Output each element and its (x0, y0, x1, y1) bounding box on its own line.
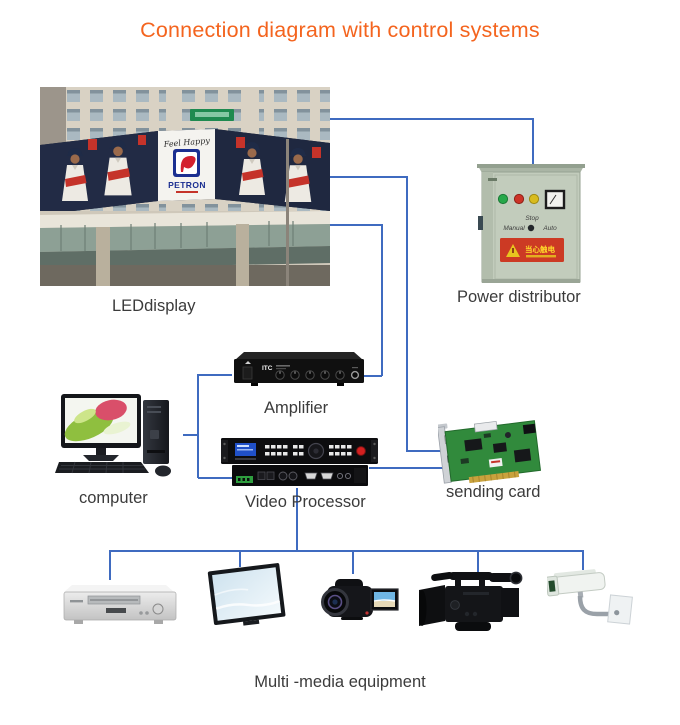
switch-label-auto: Auto (542, 225, 557, 232)
led-billboard: Feel Happy PETRON (40, 129, 330, 215)
computer-image (55, 392, 187, 480)
edge-bus-dvd-drop (109, 550, 111, 580)
selector-knob (527, 224, 535, 232)
edge-display-sendingcard-h1 (330, 176, 407, 178)
billboard-brand-text: PETRON (168, 180, 206, 190)
camcorder-icon (321, 571, 399, 633)
warning-plate: 当心触电 (500, 238, 564, 262)
led-display-photo: Feel Happy PETRON (40, 87, 330, 286)
cctv-camera-icon (547, 567, 635, 626)
edge-display-amplifier-v (381, 224, 383, 376)
processor-buttons (265, 445, 352, 456)
amplifier-brand-text: ITC (262, 365, 273, 372)
panel-meter (544, 189, 566, 210)
computer-tower (143, 400, 169, 464)
edge-computer-trunk-v (197, 374, 199, 478)
amplifier-knobs (275, 370, 345, 380)
processor-front-panel (221, 438, 378, 464)
edge-processor-sendingcard-h (369, 467, 455, 469)
cabinet-handle (478, 216, 483, 230)
computer-mouse (155, 465, 171, 477)
edge-processor-bus-v (296, 488, 298, 551)
edge-display-amplifier-h2 (363, 375, 382, 377)
building-sign (190, 109, 234, 121)
edge-bus-cctv-drop (582, 550, 584, 570)
warning-text: 当心触电 (525, 244, 555, 254)
edge-display-power-h (330, 118, 534, 120)
camcorder-lcd (373, 592, 396, 607)
diagram-title: Connection diagram with control systems (140, 18, 540, 42)
edge-display-amplifier-h1 (330, 224, 382, 226)
multimedia-label: Multi -media equipment (254, 673, 426, 691)
processor-power-knob (356, 446, 366, 456)
edge-bus-camcorder-drop (352, 550, 354, 574)
edge-bus-tv-drop (239, 550, 241, 567)
computer-monitor (61, 394, 141, 461)
processor-rear-panel (232, 465, 368, 486)
card-pcb (444, 420, 542, 484)
billboard-tagline-text: Feel Happy (162, 136, 210, 149)
led-display-label: LEDdisplay (112, 297, 196, 315)
tv-monitor-icon (206, 561, 288, 633)
edge-bus-broadcastcam-drop (477, 550, 479, 572)
edge-multimedia-bus-h (109, 550, 584, 552)
edge-display-sendingcard-v (406, 176, 408, 451)
power-switch (242, 366, 253, 380)
edge-trunk-processor-h (198, 477, 232, 479)
switch-label-stop: Stop (525, 215, 539, 222)
power-distributor-label: Power distributor (457, 288, 581, 306)
amplifier-image: ITC (231, 346, 366, 387)
computer-label: computer (79, 489, 148, 507)
edge-display-power-v (532, 118, 534, 164)
edge-trunk-amplifier-h (198, 374, 232, 376)
video-processor-label: Video Processor (245, 493, 366, 511)
edge-computer-trunk-h (183, 434, 198, 436)
edge-display-sendingcard-h2 (406, 450, 456, 452)
amplifier-label: Amplifier (264, 399, 329, 417)
broadcast-camera-icon (419, 564, 526, 638)
headphone-jack (350, 370, 360, 380)
petron-logo (173, 149, 200, 177)
sending-card-label: sending card (446, 483, 541, 501)
power-distributor-image: Stop Manual Auto 当心触电 (474, 162, 588, 288)
dvd-player-icon (62, 582, 179, 629)
video-processor-image (221, 436, 378, 488)
computer-keyboard (55, 461, 149, 474)
switch-label-manual: Manual (503, 225, 525, 232)
indicator-lights (497, 193, 540, 205)
sending-card-image (438, 417, 548, 489)
